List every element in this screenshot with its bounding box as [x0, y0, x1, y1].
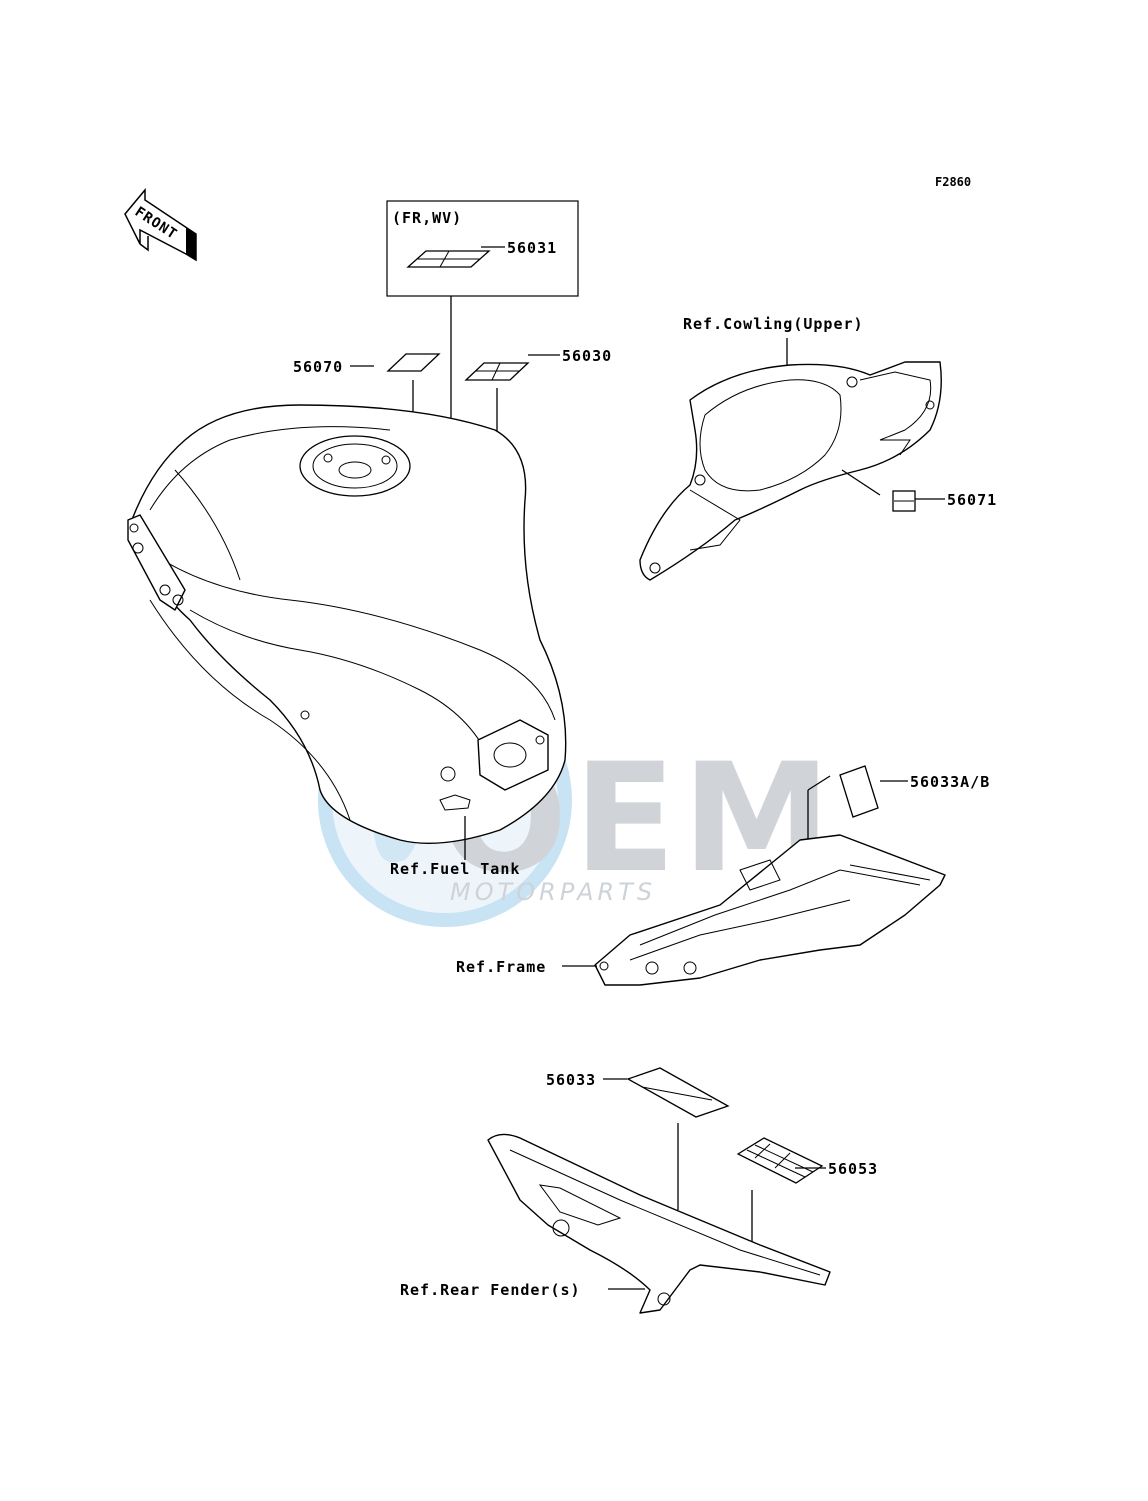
fr-wv-box: [386, 200, 579, 297]
label-56070-decal: [386, 353, 441, 372]
label-56053-decal: [736, 1137, 824, 1184]
callout-56053: 56053: [828, 1160, 878, 1178]
fuel-cap: [299, 435, 411, 497]
ref-frame: Ref.Frame: [456, 958, 546, 976]
watermark-text: MOTORPARTS: [450, 878, 656, 906]
label-56033-decal: [626, 1067, 730, 1118]
figure-code: F2860: [935, 175, 971, 189]
rear-fender: [487, 1133, 831, 1314]
fr-wv-label: (FR,WV): [392, 209, 462, 227]
upper-cowling: [639, 361, 942, 581]
rear-frame: [594, 834, 946, 986]
label-56033ab-decal: [839, 765, 879, 818]
label-56030-decal: [464, 362, 530, 381]
callout-56031: 56031: [507, 239, 557, 257]
callout-56033: 56033: [546, 1071, 596, 1089]
callout-56071: 56071: [947, 491, 997, 509]
callout-56070: 56070: [293, 358, 343, 376]
front-arrow-icon: FRONT: [124, 187, 197, 262]
callout-56030: 56030: [562, 347, 612, 365]
ref-fuel-tank: Ref.Fuel Tank: [390, 860, 520, 878]
fuel-tank: [127, 404, 567, 845]
label-56031-decal: [406, 250, 491, 268]
callout-56033ab: 56033A/B: [910, 773, 990, 791]
ref-rear-fender: Ref.Rear Fender(s): [400, 1281, 581, 1299]
ref-cowling-upper: Ref.Cowling(Upper): [683, 315, 864, 333]
